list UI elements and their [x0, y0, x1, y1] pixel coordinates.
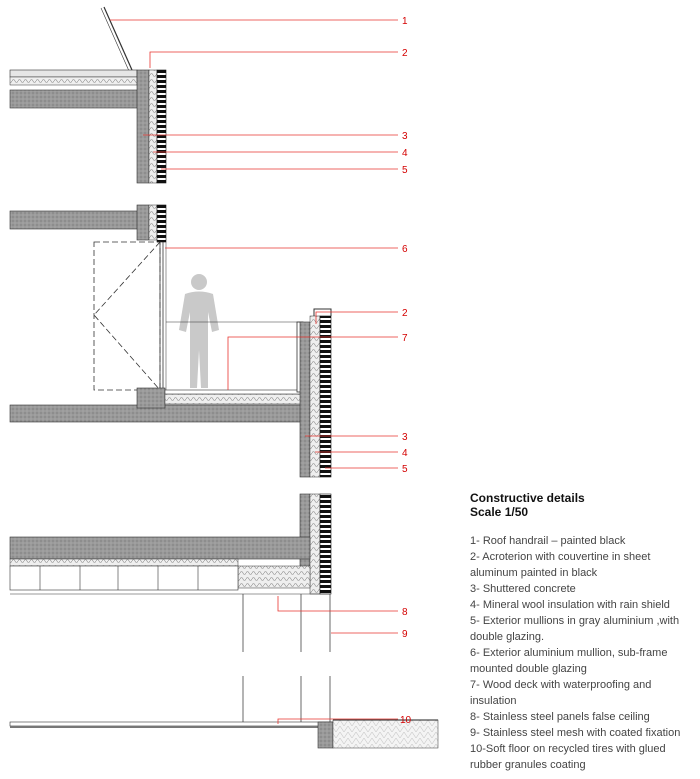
legend-title: Constructive details — [470, 491, 585, 505]
legend-item: 10-Soft floor on recycled tires with glu… — [470, 743, 666, 771]
callout-number: 4 — [402, 148, 408, 159]
roof-protection-layer — [9, 69, 138, 78]
bottom-section — [9, 493, 439, 749]
callout-number: 1 — [402, 16, 408, 27]
leader-2 — [149, 51, 398, 68]
wood-deck — [164, 389, 306, 395]
callout-number: 6 — [402, 244, 408, 255]
ground-gravel — [332, 719, 439, 749]
callout-number: 2 — [402, 308, 408, 319]
acroterion-couvertine — [313, 308, 332, 316]
roof-insulation — [9, 76, 138, 86]
callout-number: 3 — [402, 432, 408, 443]
legend-item: 7- Wood deck with waterproofing and insu… — [470, 679, 652, 707]
legend-item: 8- Stainless steel panels false ceiling — [470, 711, 650, 723]
callout-number: 5 — [402, 165, 408, 176]
lower-wall — [299, 321, 311, 478]
legend-list: 1- Roof handrail – painted black 2- Acro… — [470, 533, 700, 773]
stainless-steel-mesh — [242, 594, 331, 722]
callout-number: 7 — [402, 333, 408, 344]
roof-section — [9, 6, 167, 184]
callout-number: 3 — [402, 131, 408, 142]
legend-scale: Scale 1/50 — [470, 505, 529, 519]
legend-item: 5- Exterior mullions in gray aluminium ,… — [470, 615, 680, 643]
upper-wall-insulation — [148, 69, 158, 184]
lower-wall-insulation — [309, 315, 321, 478]
window-opening-swing — [93, 241, 161, 391]
callout-number: 8 — [402, 607, 408, 618]
leader-7 — [227, 336, 398, 390]
deck-insulation — [164, 393, 306, 405]
callout-number: 9 — [402, 629, 408, 640]
callout-number: 2 — [402, 48, 408, 59]
legend-item: 4- Mineral wool insulation with rain shi… — [470, 599, 670, 611]
ceiling-insulation — [9, 558, 239, 567]
false-ceiling-panels — [9, 565, 330, 595]
leader-10 — [277, 718, 398, 724]
soft-floor — [9, 721, 336, 727]
leader-2b — [315, 311, 398, 324]
lower-wall-mullions — [319, 315, 332, 478]
foundation — [317, 721, 334, 749]
leader-8 — [277, 596, 398, 612]
roof-handrail — [103, 6, 133, 71]
upper-floor-slab — [9, 210, 139, 230]
callout-number: 4 — [402, 448, 408, 459]
middle-section — [9, 204, 332, 478]
legend-item: 1- Roof handrail – painted black — [470, 535, 626, 547]
roof-slab — [9, 89, 139, 109]
upper-wall — [136, 69, 150, 184]
window-head-mullion — [156, 204, 167, 243]
legend-item: 3- Shuttered concrete — [470, 583, 576, 595]
callout-number: 10 — [400, 715, 412, 726]
person-silhouette — [179, 274, 219, 388]
callout-leaders: 1 2 3 4 5 6 2 7 3 4 5 8 9 10 — [110, 16, 412, 726]
ground-floor-ceiling-slab — [9, 536, 311, 560]
legend-item: 6- Exterior aluminium mullion, sub-frame… — [470, 647, 668, 675]
legend: Constructive details Scale 1/50 1- Roof … — [470, 491, 700, 773]
legend-item: 2- Acroterion with couvertine in sheet a… — [470, 551, 651, 579]
legend-item: 9- Stainless steel mesh with coated fixa… — [470, 727, 681, 739]
callout-number: 5 — [402, 464, 408, 475]
upper-wall-mullions — [156, 69, 167, 184]
